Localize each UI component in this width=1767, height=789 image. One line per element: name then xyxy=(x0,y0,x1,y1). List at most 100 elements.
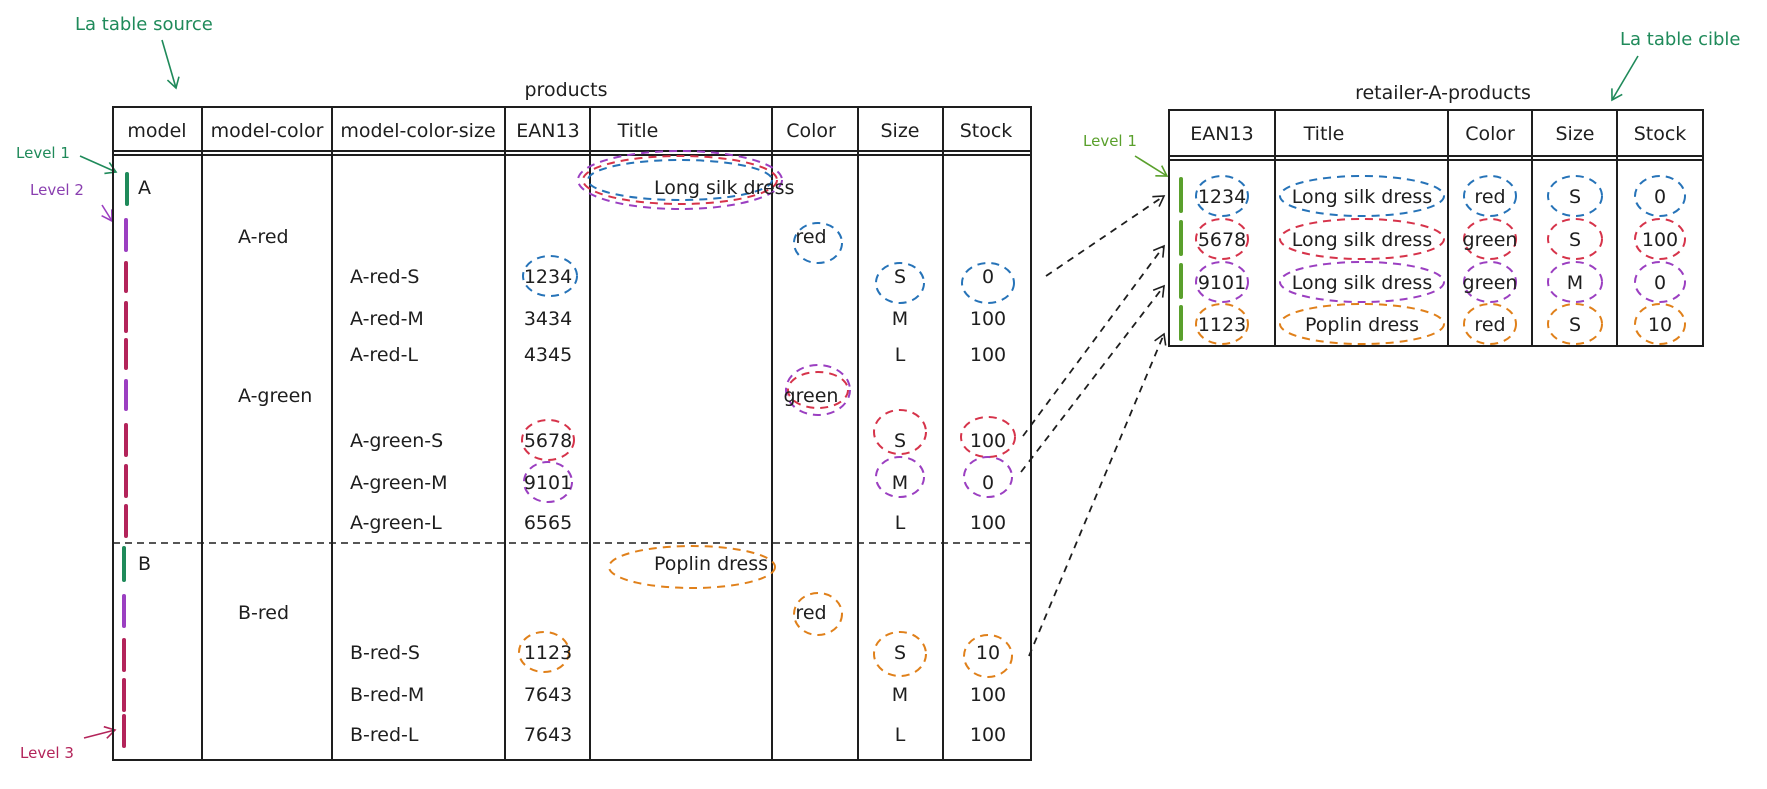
source-cell-stock: 0 xyxy=(982,266,994,288)
source-cell-model-color-size: A-red-S xyxy=(350,266,420,288)
source-cell-title: Poplin dress xyxy=(654,553,768,575)
source-cell-size: S xyxy=(894,642,906,664)
source-cell-model-color-size: A-red-L xyxy=(350,344,418,366)
source-cell-ean13: 9101 xyxy=(524,472,572,494)
source-label-arrow xyxy=(161,39,180,90)
level1-label-target: Level 1 xyxy=(1083,132,1137,150)
source-cell-stock: 100 xyxy=(970,684,1006,706)
source-cell-model-color-size: B-red-S xyxy=(350,642,420,664)
source-cell-color: green xyxy=(784,385,839,407)
source-header-model-color-size: model-color-size xyxy=(340,120,495,142)
source-table: model model-color model-color-size EAN13… xyxy=(112,106,1032,761)
source-cell-ean13: 1123 xyxy=(524,642,572,664)
mapping-arrow-5678 xyxy=(1022,244,1165,437)
source-header-title: Title xyxy=(617,120,659,142)
target-highlights xyxy=(1195,175,1686,345)
target-label-arrow xyxy=(1611,55,1639,102)
target-highlight-size xyxy=(1547,303,1603,345)
target-highlight-color xyxy=(1463,303,1517,345)
source-cell-model-color: A-green xyxy=(238,385,312,407)
target-cell-color: green xyxy=(1463,272,1518,294)
source-cell-model: A xyxy=(138,177,151,199)
stock-highlight-0 xyxy=(961,262,1015,304)
title-highlight-purple xyxy=(577,150,783,210)
source-cell-stock: 100 xyxy=(970,724,1006,746)
target-cell-title: Poplin dress xyxy=(1305,314,1419,336)
source-cell-model-color-size: A-green-S xyxy=(350,430,443,452)
source-level-bars xyxy=(122,172,129,748)
target-cell-title: Long silk dress xyxy=(1292,229,1432,251)
target-header-ean13: EAN13 xyxy=(1190,123,1253,145)
target-cell-title: Long silk dress xyxy=(1292,272,1432,294)
source-header-model-color: model-color xyxy=(211,120,324,142)
source-cell-ean13: 7643 xyxy=(524,724,572,746)
target-cell-stock: 0 xyxy=(1654,272,1666,294)
mapping-arrows xyxy=(1020,195,1167,657)
ean-highlight-5678 xyxy=(521,419,575,461)
mapping-arrow-1123 xyxy=(1028,332,1167,657)
target-cell-ean13: 5678 xyxy=(1198,229,1246,251)
source-header-model: model xyxy=(127,120,186,142)
target-highlight-stock xyxy=(1634,175,1686,217)
source-cell-size: L xyxy=(895,724,906,746)
target-table-caption: retailer-A-products xyxy=(1355,82,1531,104)
target-highlight-size xyxy=(1547,175,1603,217)
target-cell-ean13: 1234 xyxy=(1198,186,1246,208)
source-table-caption: products xyxy=(525,79,608,101)
target-highlight-ean13 xyxy=(1195,303,1249,345)
title-highlight-orange xyxy=(608,545,776,589)
target-highlight-color xyxy=(1463,218,1517,260)
source-cell-title: Long silk dress xyxy=(654,177,794,199)
target-cell-size: S xyxy=(1569,186,1581,208)
target-header-title: Title xyxy=(1303,123,1345,145)
source-highlights xyxy=(518,150,1016,678)
target-header-color: Color xyxy=(1465,123,1515,145)
target-cell-size: M xyxy=(1567,272,1583,294)
source-cell-size: S xyxy=(894,266,906,288)
target-cell-stock: 0 xyxy=(1654,186,1666,208)
size-highlight-m xyxy=(875,456,925,498)
size-highlight-s xyxy=(875,262,925,304)
source-cell-model-color: A-red xyxy=(238,226,289,248)
source-cell-model-color-size: A-green-L xyxy=(350,512,442,534)
target-highlight-stock xyxy=(1634,303,1686,345)
source-table-label: La table source xyxy=(75,14,213,35)
color-highlight-green-purple xyxy=(785,364,851,416)
target-highlight-color xyxy=(1463,175,1517,217)
stock-highlight-10 xyxy=(963,634,1013,678)
level1-arrow-source xyxy=(79,155,118,175)
target-highlight-title xyxy=(1279,261,1445,303)
target-header-stock: Stock xyxy=(1634,123,1687,145)
source-cell-model: B xyxy=(138,553,151,575)
target-table-frame xyxy=(1168,109,1704,347)
target-table-label: La table cible xyxy=(1620,29,1741,50)
source-cell-size: L xyxy=(895,344,906,366)
source-cell-stock: 100 xyxy=(970,344,1006,366)
source-table-frame xyxy=(112,106,1032,761)
mapping-arrow-1234 xyxy=(1045,195,1166,277)
source-cell-size: M xyxy=(892,308,908,330)
source-cell-size: S xyxy=(894,430,906,452)
level3-label: Level 3 xyxy=(20,744,74,762)
color-highlight-green-red xyxy=(787,371,849,409)
source-cell-stock: 0 xyxy=(982,472,994,494)
source-cell-ean13: 1234 xyxy=(524,266,572,288)
stock-highlight-100 xyxy=(960,416,1016,458)
target-cell-title: Long silk dress xyxy=(1292,186,1432,208)
source-header-color: Color xyxy=(786,120,836,142)
source-cell-model-color-size: A-red-M xyxy=(350,308,424,330)
source-cell-model-color-size: B-red-L xyxy=(350,724,419,746)
source-cell-color: red xyxy=(795,602,826,624)
target-highlight-stock xyxy=(1634,261,1686,303)
ean-highlight-1234 xyxy=(522,255,578,297)
level1-arrow-target xyxy=(1134,155,1169,177)
title-highlight-blue xyxy=(587,159,773,201)
ean-highlight-1123 xyxy=(518,631,570,673)
mapping-arrow-9101 xyxy=(1020,284,1165,473)
level3-arrow xyxy=(83,725,117,739)
target-highlight-size xyxy=(1547,218,1603,260)
target-cell-stock: 10 xyxy=(1648,314,1672,336)
source-cell-stock: 100 xyxy=(970,308,1006,330)
source-header-size: Size xyxy=(880,120,919,142)
